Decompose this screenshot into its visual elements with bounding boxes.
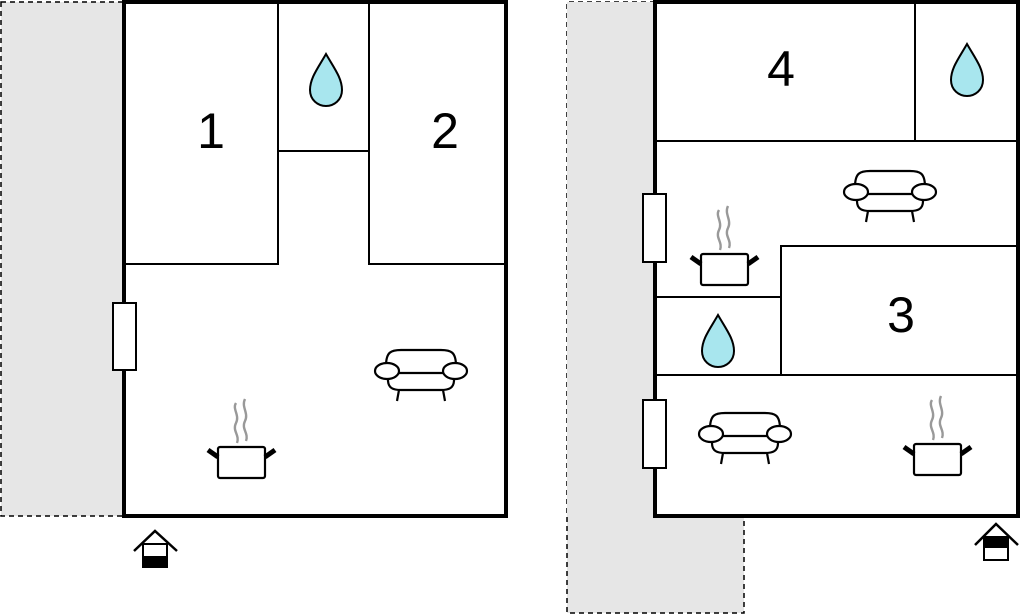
window (642, 193, 667, 263)
outdoor-area (0, 1, 125, 517)
room-label-1: 1 (197, 103, 225, 159)
building-left: 1 2 (0, 0, 508, 568)
room-label-2: 2 (431, 103, 459, 159)
window (642, 399, 667, 469)
interior-walls (655, 2, 1018, 376)
room-label-3: 3 (887, 287, 915, 343)
entrance-icon (133, 529, 178, 568)
building-right: 4 3 (566, 0, 1020, 614)
room-label-4: 4 (767, 41, 795, 97)
entrance-icon (974, 522, 1019, 561)
interior-walls (124, 2, 506, 265)
window (112, 302, 137, 371)
